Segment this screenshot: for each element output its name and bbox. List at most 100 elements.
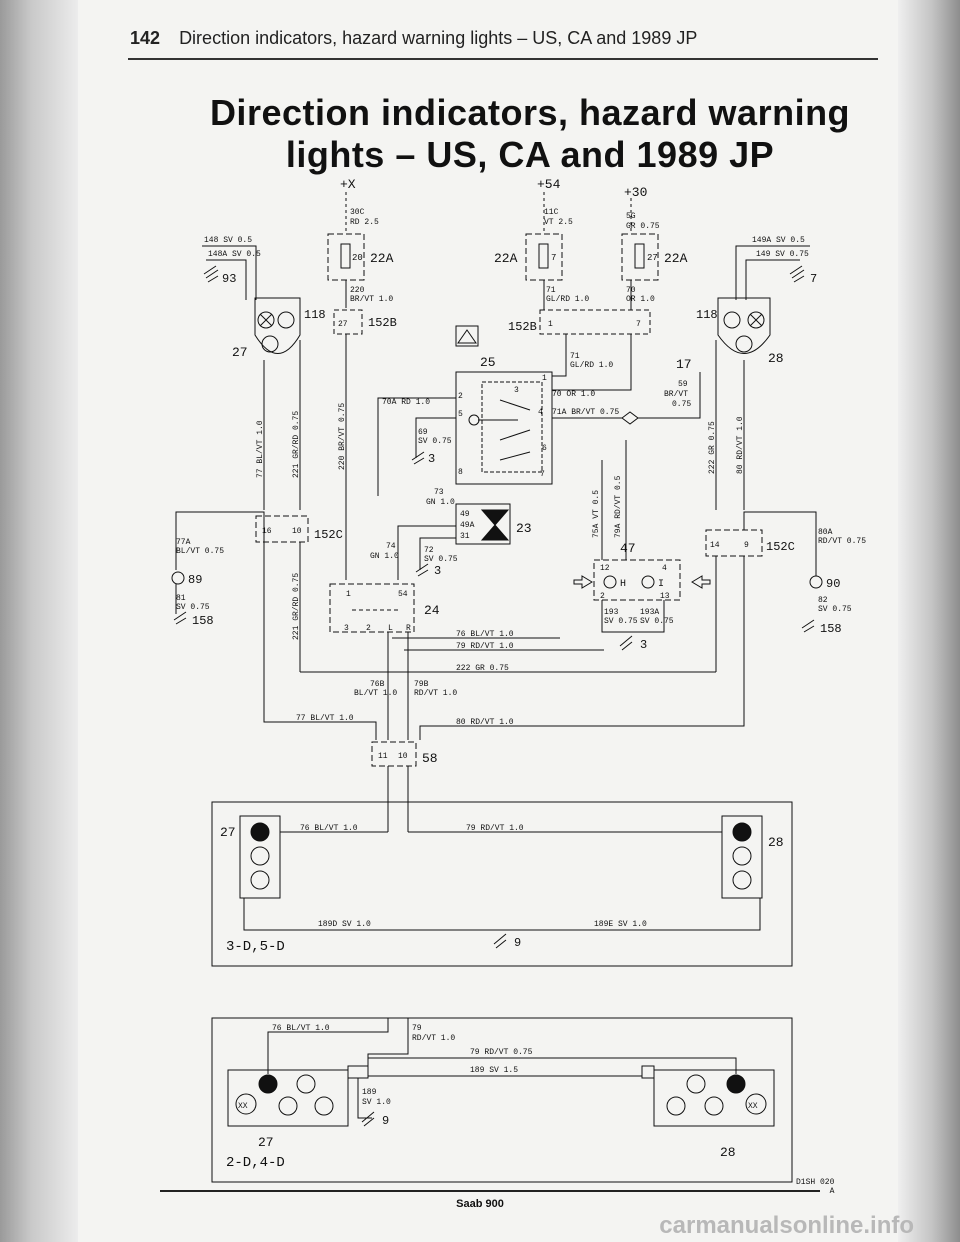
connector-pin-27: 27 [338, 320, 348, 329]
indicator-pin-2: 2 [600, 592, 605, 601]
variant-box-2d4d [211, 1017, 793, 1183]
connector-58-pin-11: 11 [378, 752, 388, 761]
rear-lamp-left-27b [227, 1069, 349, 1127]
wire-189e: 189E SV 1.0 [594, 920, 647, 929]
fuse-box-7 [525, 233, 563, 281]
wire-71a: 71A BR/VT 0.75 [552, 408, 619, 417]
wire-79d-spec: RD/VT 1.0 [412, 1034, 455, 1043]
ground-3c-symbol [619, 635, 633, 651]
side-repeater-90-label: 90 [826, 577, 840, 591]
figure-code-line-1: D1SH 020 [796, 1178, 835, 1187]
wire-82: 82 [818, 596, 828, 605]
ground-93-symbol [203, 265, 219, 283]
wire-59: 59 [678, 380, 688, 389]
rear-bulb-right-b3 [666, 1096, 686, 1116]
wire-79b: 79B [414, 680, 429, 689]
ground-3b: 3 [434, 564, 441, 578]
wire-79e: 79 RD/VT 0.75 [470, 1048, 533, 1057]
scan-edge-right [898, 0, 960, 1242]
ground-9-bottom-symbol [361, 1111, 375, 1127]
wire-148: 148 SV 0.5 [204, 236, 252, 245]
turn-switch-24 [329, 583, 415, 633]
bulb-left-1-x2 [259, 313, 273, 327]
hazard-switch-23 [455, 503, 511, 545]
hazard-switch-23-label: 23 [516, 521, 532, 536]
connector-58-pin-10: 10 [398, 752, 408, 761]
wire-75a: 75A VT 0.5 [592, 490, 601, 538]
ground-158-left-symbol [173, 611, 187, 625]
indicator-pin-12: 12 [600, 564, 610, 573]
rear-bulb-left-b1 [258, 1074, 278, 1094]
pin-31: 31 [460, 532, 470, 541]
wire-77a-line [175, 511, 265, 570]
wire-72-line [419, 537, 456, 570]
connector-58-label: 58 [422, 751, 438, 766]
wire-11c-spec: VT 2.5 [544, 218, 573, 227]
bulb-left-3 [261, 335, 279, 353]
relay-pin-2: 2 [458, 392, 463, 401]
ground-3-symbol [411, 451, 425, 465]
wire-79d-line [367, 1018, 409, 1066]
wire-69-spec: SV 0.75 [418, 437, 452, 446]
connector-17: 17 [676, 357, 692, 372]
wire-77: 77 BL/VT 1.0 [256, 420, 265, 478]
wire-148a-line [206, 259, 247, 300]
wire-76d: 76 BL/VT 1.0 [272, 1024, 330, 1033]
ground-158-right-symbol [801, 619, 815, 633]
wire-193a-line [634, 600, 665, 633]
rear-bulb-right-2 [732, 846, 752, 866]
indicator-label-h: H [620, 579, 626, 590]
connector-152b-right-label: 152B [508, 320, 537, 334]
wire-193-line [601, 600, 634, 633]
wire-193a: 193A [640, 608, 659, 617]
wire-148a: 148A SV 0.5 [208, 250, 261, 259]
wire-79c: 79 RD/VT 1.0 [466, 824, 524, 833]
wire-69-line [415, 417, 456, 458]
rear-lamp-left-27-label: 27 [220, 825, 236, 840]
turn-switch-24-label: 24 [424, 603, 440, 618]
wire-77a: 77A [176, 538, 191, 547]
wire-70b: 70 OR 1.0 [552, 390, 595, 399]
rear-bulb-left-3 [250, 870, 270, 890]
watermark: carmanualsonline.info [659, 1212, 914, 1239]
wire-79b-spec: RD/VT 1.0 [414, 689, 457, 698]
indicator-label-i: I [658, 579, 664, 590]
bulb-right-1 [723, 311, 741, 329]
wire-189e-line [540, 898, 761, 931]
wire-71b: 71 [570, 352, 580, 361]
bulb-right-2-x2 [749, 313, 763, 327]
side-repeater-90 [809, 575, 823, 589]
rail-30: +30 [624, 185, 647, 200]
rear-bulb-left-1 [250, 822, 270, 842]
rear-lamp-left-27b-label: 27 [258, 1135, 274, 1150]
wire-80: 80 RD/VT 1.0 [736, 416, 745, 474]
wire-76b: 76B [370, 680, 385, 689]
rear-bulb-right-b2 [726, 1074, 746, 1094]
wire-193a-spec: SV 0.75 [640, 617, 674, 626]
connector-152c-left-label: 152C [314, 528, 343, 542]
pin-49: 49 [460, 510, 470, 519]
rear-lamp-right-28-label: 28 [768, 835, 784, 850]
connector-left-b [347, 1065, 369, 1079]
page-title: Direction indicators, hazard warning lig… [209, 92, 851, 175]
wire-220-spec: BR/VT 1.0 [350, 295, 393, 304]
connector-152c-left [255, 515, 309, 543]
ground-7-symbol [789, 265, 805, 283]
hazard-switch-icon [455, 325, 479, 347]
wire-220: 220 [350, 286, 365, 295]
ground-158-right: 158 [820, 622, 842, 636]
indicator-pin-13: 13 [660, 592, 670, 601]
wire-11c: 11C [544, 208, 559, 217]
turn-pin-2: 2 [366, 624, 371, 633]
rear-lamp-left-27 [239, 815, 281, 899]
pin-16: 16 [262, 527, 272, 536]
indicator-pin-4: 4 [662, 564, 667, 573]
variant-box-3d5d [211, 801, 793, 967]
pin-14: 14 [710, 541, 720, 550]
wire-221b: 221 GR/RD 0.75 [292, 573, 301, 640]
indicator-bulb-i [641, 575, 655, 589]
wire-189b: 189 [362, 1088, 377, 1097]
rear-bulb-left-b5 [314, 1096, 334, 1116]
wire-70-line [552, 334, 632, 391]
